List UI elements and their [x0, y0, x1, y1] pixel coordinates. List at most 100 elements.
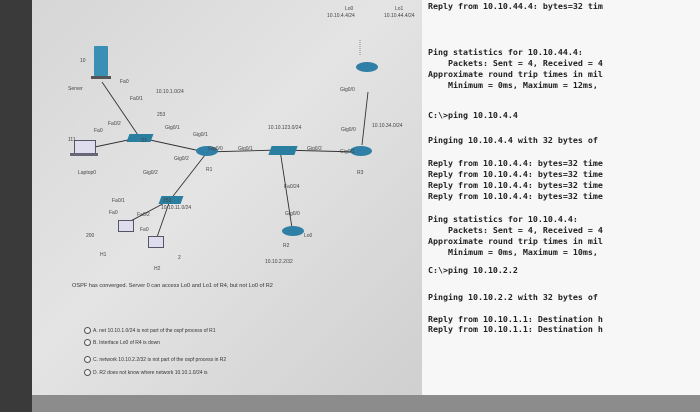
terminal-line: Packets: Sent = 4, Received = 4 [428, 225, 603, 235]
label-g0-0-r2: Gig0/0 [285, 211, 300, 217]
router-r4-icon[interactable] [356, 62, 378, 72]
label-fa0-24: Fa0/24 [284, 184, 300, 190]
label-lo1-net: 10.10.44.4/24 [384, 13, 415, 19]
label-num2: 2 [178, 255, 181, 261]
label-g0-1-r1: Gig0/1 [238, 146, 253, 152]
router-r2-icon[interactable] [282, 226, 304, 236]
option-a[interactable]: A. net 10.10.1.0/24 is not part of the o… [84, 327, 216, 334]
option-b[interactable]: B. Interface Lo0 of R4 is down [84, 339, 160, 346]
label-g0-1-a: Gig0/1 [165, 125, 180, 131]
label-g0-2-r1: Gig0/2 [174, 156, 189, 162]
question-text: OSPF has converged. Server 0 can access … [72, 283, 273, 289]
label-fa0-b1: Fa0 [109, 210, 118, 216]
label-fa0-1-bot: Fa0/1 [112, 198, 125, 204]
label-h2: H2 [154, 266, 161, 272]
link-s2-pc2 [155, 199, 171, 241]
link-sw-r2 [279, 149, 293, 229]
terminal-line: Reply from 10.10.4.4: bytes=32 time [428, 169, 603, 179]
terminal-line: Approximate round trip times in mil [428, 236, 603, 246]
photo-edge-left [0, 0, 32, 412]
label-g0-2-left: Gig0/2 [143, 170, 158, 176]
label-fa0-b2: Fa0 [140, 227, 149, 233]
command-prompt-output: Reply from 10.10.44.4: bytes=32 tim Ping… [422, 0, 700, 395]
label-lo0: Lo0 [345, 6, 354, 12]
label-111: 111 [68, 137, 76, 143]
terminal-line: Reply from 10.10.4.4: bytes=32 time [428, 191, 603, 201]
laptop-base-icon [70, 153, 98, 156]
terminal-line: Reply from 10.10.4.4: bytes=32 time [428, 180, 603, 190]
terminal-line: Pinging 10.10.2.2 with 32 bytes of [428, 292, 598, 302]
laptop-icon[interactable] [74, 140, 96, 154]
pc-h1-icon[interactable] [118, 220, 134, 232]
photo-edge-bottom [32, 395, 700, 412]
radio-icon[interactable] [84, 369, 91, 376]
terminal-line: Minimum = 0ms, Maximum = 12ms, [428, 80, 603, 90]
label-fa0-1: Fa0/1 [130, 96, 143, 102]
terminal-line: C:\>ping 10.10.2.2 [428, 265, 518, 275]
label-fa0-laptop: Fa0 [94, 128, 103, 134]
option-a-label: A. net 10.10.1.0/24 is not part of the o… [93, 327, 216, 334]
label-net-123: 10.10.123.0/24 [268, 125, 302, 131]
label-h1: H1 [100, 252, 107, 258]
label-laptop: Laptop0 [78, 170, 97, 176]
link-r1-s2 [169, 154, 206, 201]
terminal-line: Pinging 10.10.4.4 with 32 bytes of [428, 135, 598, 145]
link-server-s1 [101, 81, 141, 139]
radio-icon[interactable] [84, 356, 91, 363]
label-g0-1-r3: Gig0/1 [340, 149, 355, 155]
terminal-line: Approximate round trip times in mil [428, 69, 603, 79]
label-r2: R2 [283, 243, 290, 249]
label-253-bot: 253 [163, 198, 172, 204]
option-c[interactable]: C. network 10.10.2.2/32 is not part of t… [84, 356, 226, 363]
switch-center-icon[interactable] [268, 146, 298, 155]
label-lo1: Lo1 [395, 6, 404, 12]
label-g0-0-r3: Gig0/0 [341, 127, 356, 133]
pc-h2-icon[interactable] [148, 236, 164, 248]
label-net-34: 10.10.34.0/24 [372, 123, 403, 129]
label-200: 200 [86, 233, 95, 239]
terminal-line: Reply from 10.10.4.4: bytes=32 time [428, 158, 603, 168]
link-r3-r4 [361, 91, 369, 146]
link-laptop-s1 [89, 139, 129, 149]
label-fa0-server: Fa0 [120, 79, 129, 85]
router-r3-icon[interactable] [350, 146, 372, 156]
label-g0-0-r4: Gig0/0 [340, 87, 355, 93]
terminal-line: Reply from 10.10.1.1: Destination h [428, 314, 603, 324]
label-fa0-2-bot: Fa0/2 [137, 212, 150, 218]
label-fa0-2-top: Fa0/2 [108, 121, 121, 127]
switch-s1-icon[interactable] [126, 134, 154, 142]
terminal-line: Reply from 10.10.1.1: Destination h [428, 324, 603, 334]
label-num10: 10 [80, 58, 86, 64]
topology-links [89, 40, 369, 241]
label-net-22: 10.10.2.2/32 [265, 259, 293, 265]
terminal-line: Reply from 10.10.44.4: bytes=32 tim [428, 1, 603, 11]
terminal-line: Ping statistics for 10.10.4.4: [428, 214, 578, 224]
terminal-line: Packets: Sent = 4, Received = 4 [428, 58, 603, 68]
label-g0-0-r1: Gig0/0 [208, 146, 223, 152]
radio-icon[interactable] [84, 339, 91, 346]
label-lo0-net: 10.10.4.4/24 [327, 13, 355, 19]
terminal-line: C:\>ping 10.10.4.4 [428, 110, 518, 120]
router-r1-icon[interactable] [196, 146, 218, 156]
server-icon[interactable] [94, 46, 108, 76]
label-net-11: 10.10.11.0/24 [161, 205, 192, 211]
option-d[interactable]: D. R2 does not know where network 10.10.… [84, 369, 208, 376]
label-s1: S1 [141, 138, 148, 144]
link-s1-r1 [149, 139, 206, 153]
label-r1: R1 [206, 167, 213, 173]
terminal-line: Minimum = 0ms, Maximum = 10ms, [428, 247, 603, 257]
option-d-label: D. R2 does not know where network 10.10.… [93, 369, 208, 376]
server-base-icon [91, 76, 111, 79]
label-server: Server [68, 86, 83, 92]
label-g0-1-b: Gig0/1 [193, 132, 208, 138]
radio-icon[interactable] [84, 327, 91, 334]
terminal-line: Ping statistics for 10.10.44.4: [428, 47, 583, 57]
option-c-label: C. network 10.10.2.2/32 is not part of t… [93, 356, 227, 363]
label-g0-2-sw: Gig0/2 [307, 146, 322, 152]
label-lo0-r2: Lo0 [304, 233, 313, 239]
label-253-top: 253 [157, 112, 166, 118]
label-r3: R3 [357, 170, 364, 176]
option-b-label: B. Interface Lo0 of R4 is down [93, 339, 160, 346]
label-net-10-1: 10.10.1.0/24 [156, 89, 184, 95]
